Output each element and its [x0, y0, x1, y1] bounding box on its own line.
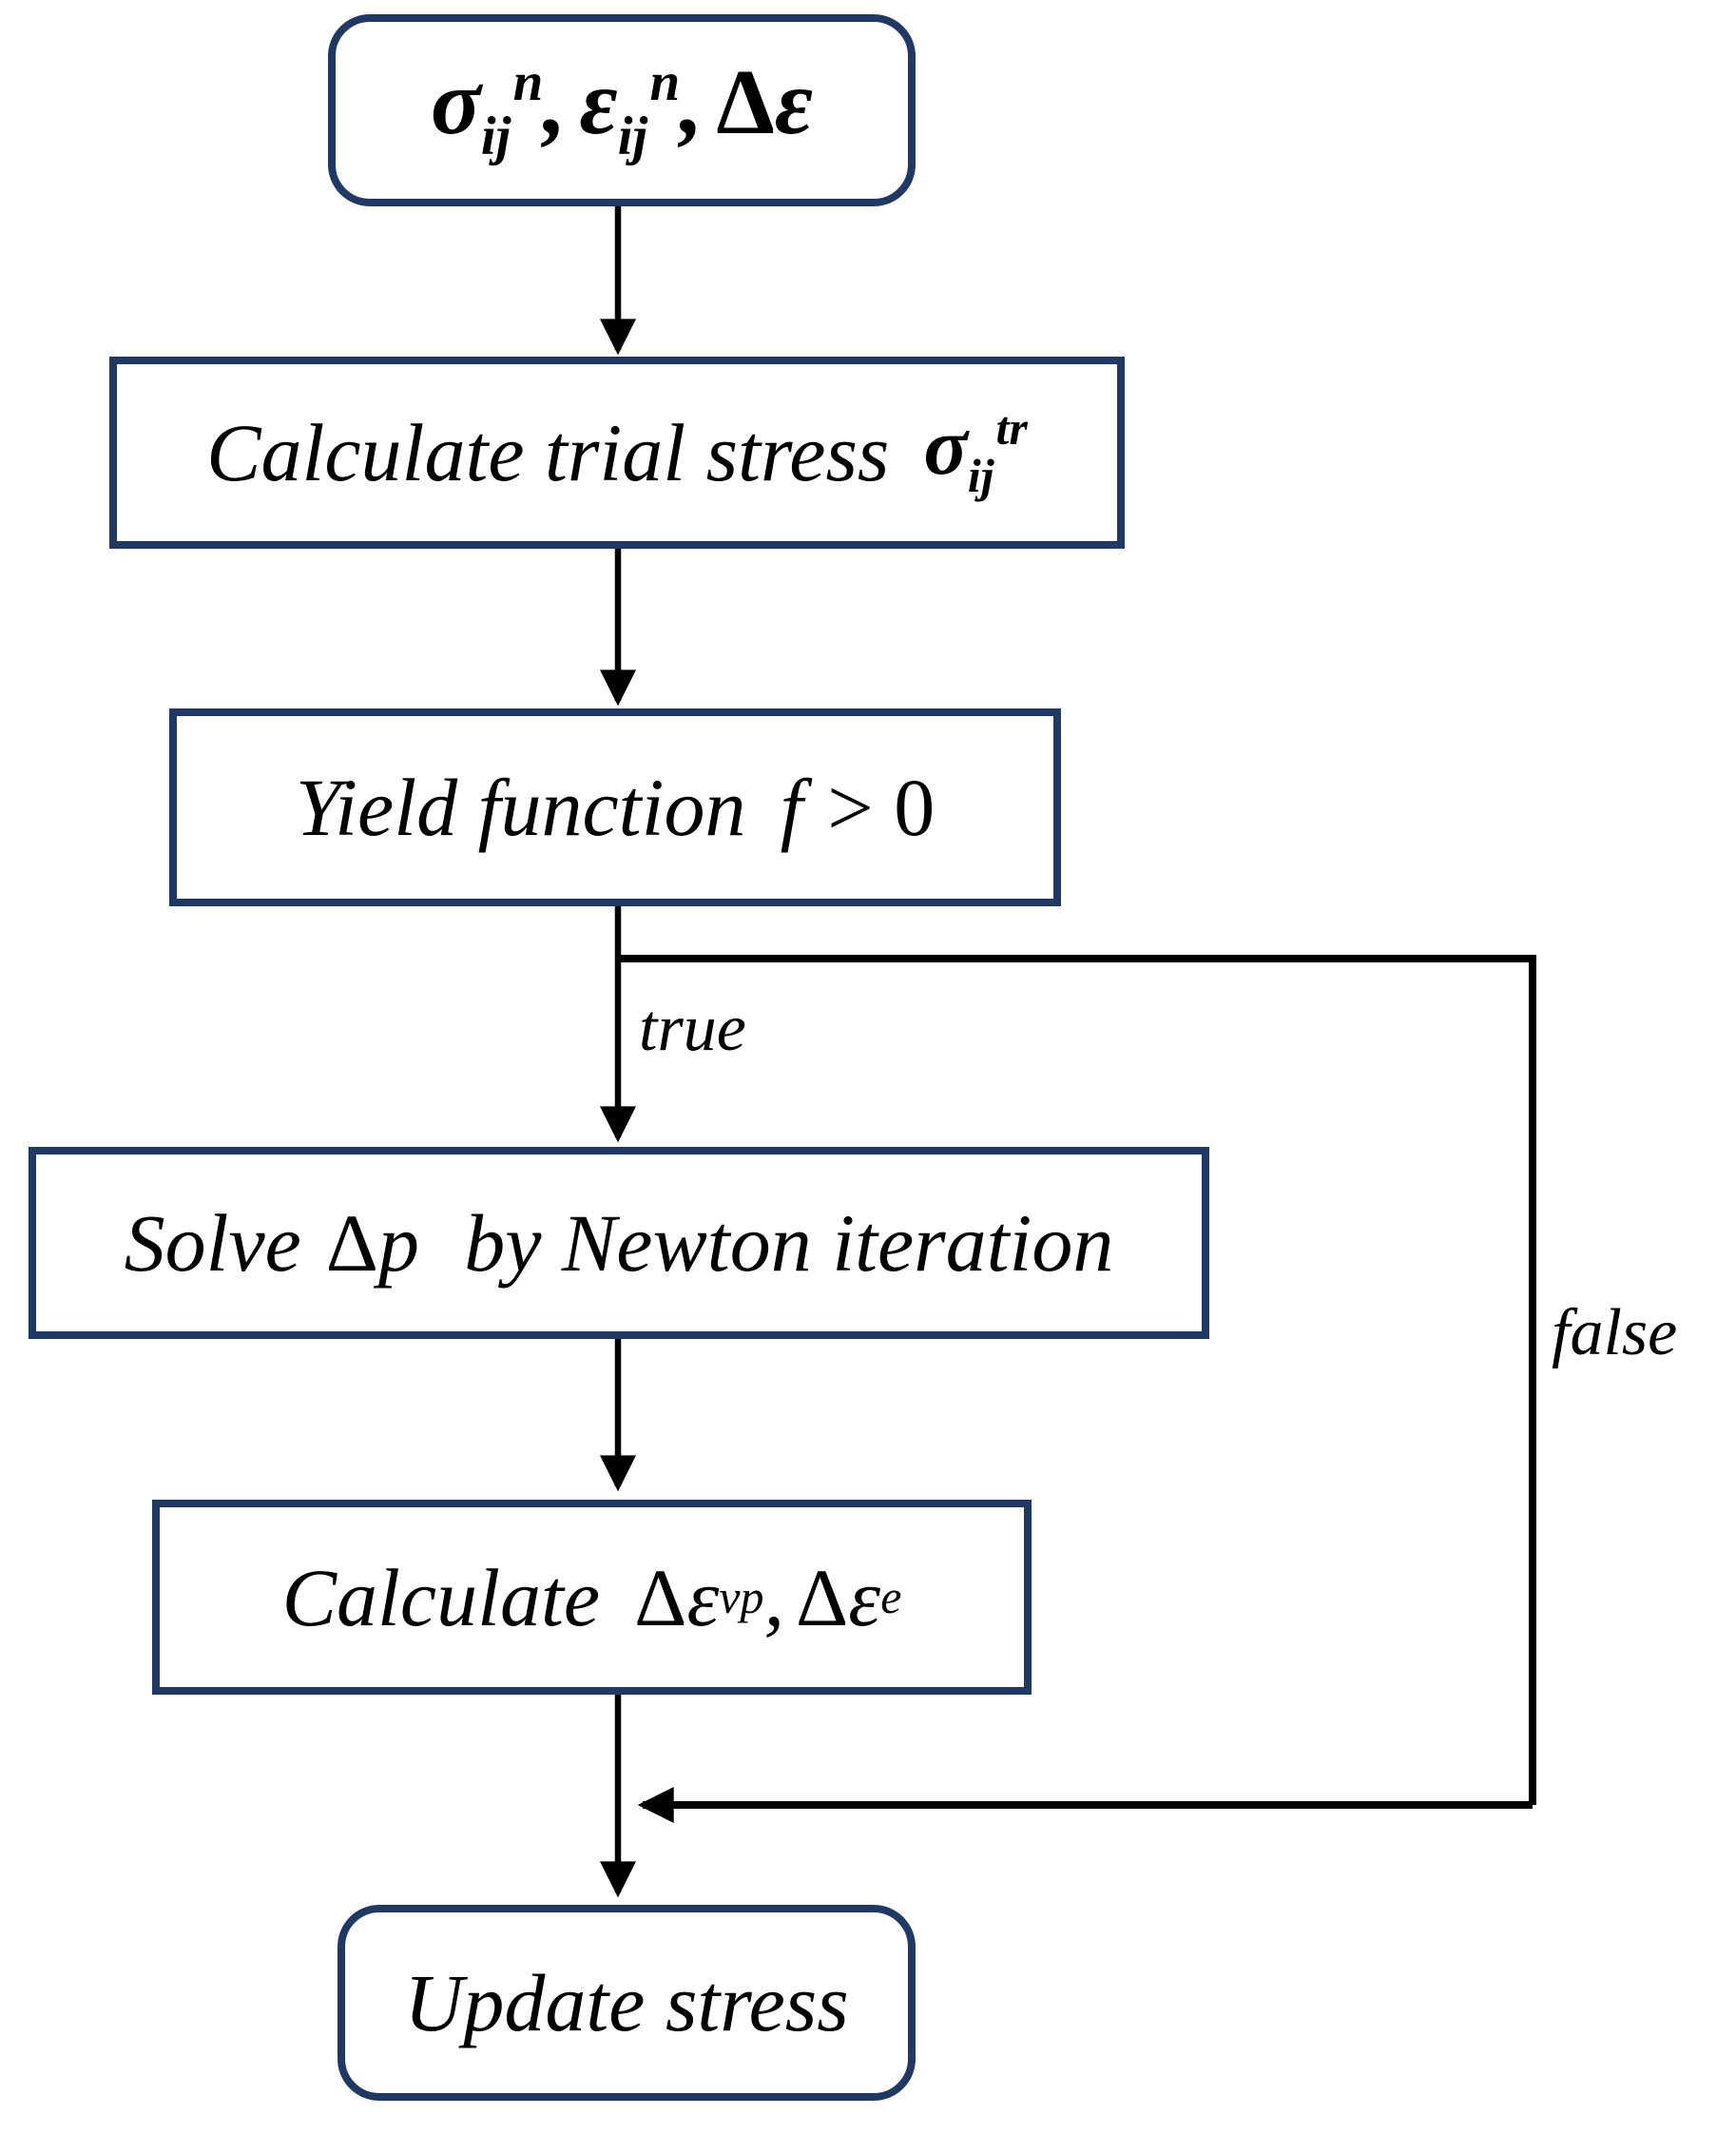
sigma-subscript: ij [480, 106, 511, 166]
yield-function-label: Yield function [295, 762, 746, 853]
epsilon-increment-symbol: ε [774, 51, 814, 155]
comma-separator: , [543, 51, 567, 155]
sigma-superscript: tr [995, 402, 1028, 456]
sigma-subscript: ij [967, 450, 994, 503]
delta-symbol: Δ [795, 1551, 849, 1643]
sigma-symbol: σ [923, 400, 968, 493]
newton-iteration-label: by Newton iteration [464, 1197, 1114, 1289]
trial-stress-label: Calculate trial stress [206, 407, 890, 498]
update-stress-label: Update stress [404, 1957, 849, 2048]
delta-symbol: Δ [325, 1197, 378, 1289]
node-yield-function: Yield function f > 0 [169, 708, 1061, 906]
false-branch-line [618, 955, 1536, 1805]
trial-stress-formula: σijtr [924, 405, 1028, 500]
node-start-inputs: σijn,εijn,Δε [328, 14, 916, 206]
false-edge-label: false [1552, 1296, 1678, 1369]
epsilon-subscript: ij [617, 106, 648, 166]
calculate-label: Calculate [281, 1551, 601, 1643]
epsilon-symbol: ε [579, 51, 618, 155]
node-calculate-trial-stress: Calculate trial stress σijtr [109, 357, 1125, 549]
solve-label: Solve [124, 1197, 301, 1289]
elastic-subscript: e [880, 1570, 902, 1623]
comma-separator: , [680, 51, 704, 155]
epsilon-superscript: n [649, 52, 681, 113]
comma-separator: , [763, 1551, 784, 1643]
epsilon-symbol: ε [686, 1551, 720, 1643]
viscoplastic-subscript: vp [719, 1570, 764, 1623]
true-edge-label: true [639, 992, 746, 1065]
delta-symbol: Δ [634, 1551, 687, 1643]
node-update-stress: Update stress [338, 1905, 916, 2101]
p-variable: p [377, 1197, 419, 1289]
sigma-symbol: σ [430, 51, 481, 155]
delta-symbol: Δ [716, 51, 775, 155]
yield-variable-f: f [780, 762, 803, 853]
start-formula: σijn,εijn,Δε [431, 55, 813, 166]
yield-condition: > 0 [827, 762, 936, 853]
sigma-superscript: n [512, 52, 544, 113]
epsilon-symbol: ε [848, 1551, 881, 1643]
